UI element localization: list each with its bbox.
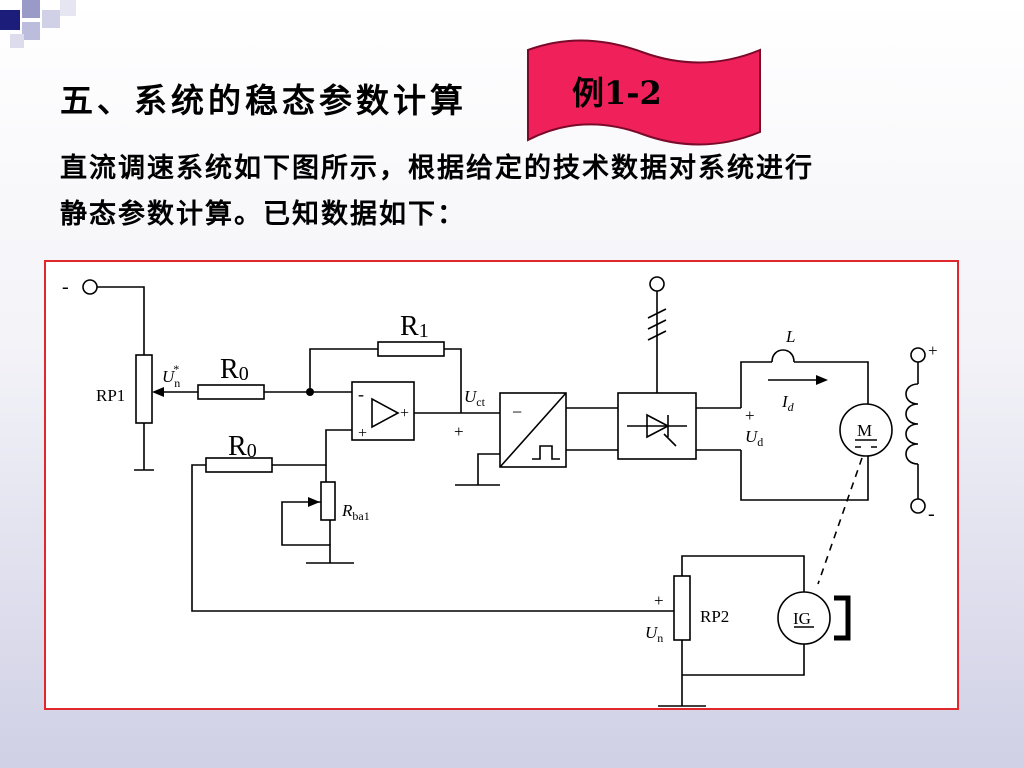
motor xyxy=(839,403,893,457)
slide-title: 五、系统的稳态参数计算 xyxy=(60,81,467,120)
rp1-label: RP1 xyxy=(96,386,125,405)
tach-label: IG xyxy=(793,609,811,628)
r0-bottom-label: R0 xyxy=(228,431,257,462)
example-label: 例1-2 xyxy=(572,74,662,112)
rba1-label: Rba1 xyxy=(341,501,370,523)
intro-line-1: 直流调速系统如下图所示，根据给定的技术数据对系统进行 xyxy=(60,153,814,184)
terminal-minus-label: - xyxy=(62,276,69,298)
motor-label: M xyxy=(857,421,872,440)
ud-label: Ud xyxy=(745,427,763,449)
r0-top-label: R0 xyxy=(220,354,249,385)
example-banner xyxy=(527,39,761,146)
un-star-label: Un* xyxy=(162,362,180,390)
shaft-coupling xyxy=(817,457,863,585)
uct-label: Uct xyxy=(464,387,486,409)
op-amp xyxy=(351,381,500,441)
field-minus-label: - xyxy=(928,503,935,525)
r1-resistor xyxy=(309,341,462,413)
corner-decoration xyxy=(0,0,76,48)
current-label: Id xyxy=(781,392,795,414)
r1-label: R1 xyxy=(400,311,429,342)
trigger-minus-label: − xyxy=(512,402,522,422)
opamp-plus-in-label: + xyxy=(358,425,367,442)
rp2-potentiometer xyxy=(658,555,805,707)
field-plus-label: + xyxy=(928,341,938,360)
intro-paragraph: 直流调速系统如下图所示，根据给定的技术数据对系统进行 静态参数计算。已知数据如下… xyxy=(60,146,960,238)
opamp-plus-out-label: + xyxy=(400,405,409,422)
trigger-block xyxy=(455,392,618,486)
thyristor-converter xyxy=(617,276,741,460)
tachogenerator xyxy=(777,591,851,645)
r0-bottom-resistor xyxy=(191,429,674,612)
uct-plus-label: + xyxy=(454,422,464,441)
inductor-label: L xyxy=(785,327,795,346)
rp1-potentiometer xyxy=(82,279,198,471)
ud-plus-label: + xyxy=(745,406,755,425)
field-winding xyxy=(905,347,926,514)
circuit-diagram: - RP1 Un* R0 R1 - + + R0 xyxy=(62,276,938,707)
un-plus-label: + xyxy=(654,591,664,610)
un-label: Un xyxy=(645,623,663,645)
rp2-label: RP2 xyxy=(700,607,729,626)
rba1-resistor xyxy=(281,465,354,564)
r0-top-resistor xyxy=(197,384,352,400)
opamp-minus-label: - xyxy=(358,384,364,404)
intro-line-2: 静态参数计算。已知数据如下： xyxy=(60,199,466,230)
armature-circuit xyxy=(740,349,869,501)
